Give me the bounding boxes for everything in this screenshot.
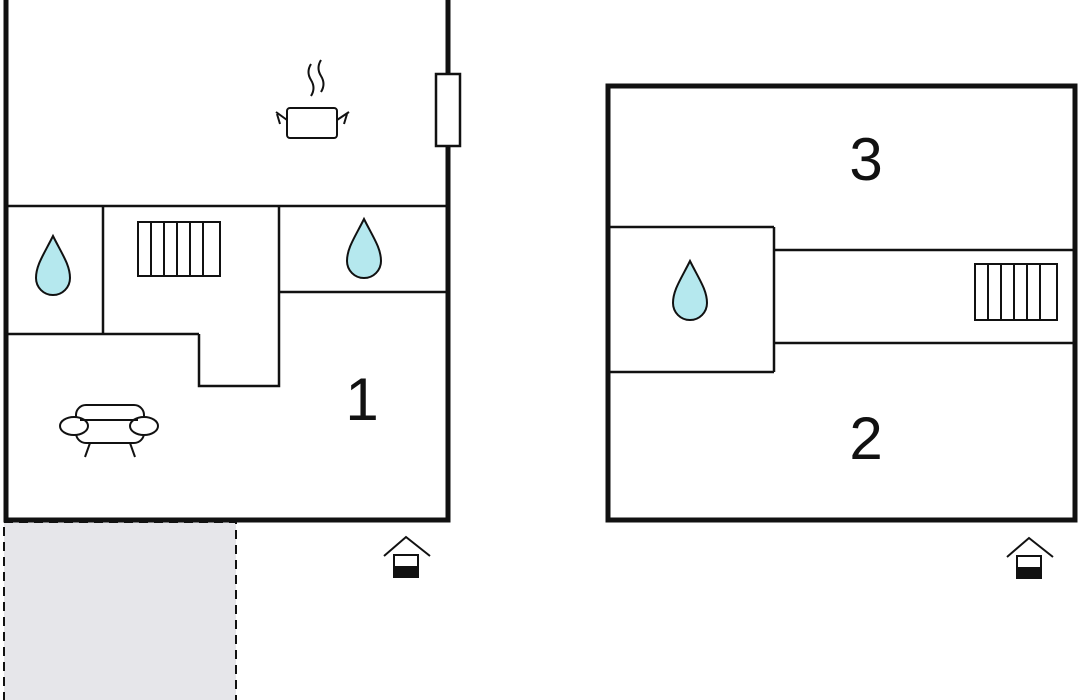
cooking-pot-icon — [275, 59, 350, 139]
armchair-icon — [59, 404, 159, 458]
radiator-icon — [974, 263, 1058, 321]
ground-floor: 1 — [3, 0, 462, 578]
ground-floor-walls — [3, 0, 451, 523]
radiator-icon — [137, 221, 221, 277]
terrace-area — [3, 521, 237, 700]
room-label: 3 — [849, 126, 882, 193]
window — [434, 72, 462, 148]
room-label: 1 — [345, 366, 378, 433]
entrance-icon — [1006, 536, 1054, 579]
sink-drop-icon — [345, 216, 383, 279]
upper-floor: 3 2 — [605, 83, 1078, 579]
sink-drop-icon — [671, 258, 709, 321]
entrance-icon — [383, 535, 431, 578]
upper-floor-walls — [605, 83, 1078, 523]
sink-drop-icon — [34, 233, 72, 296]
room-label: 2 — [849, 405, 882, 472]
